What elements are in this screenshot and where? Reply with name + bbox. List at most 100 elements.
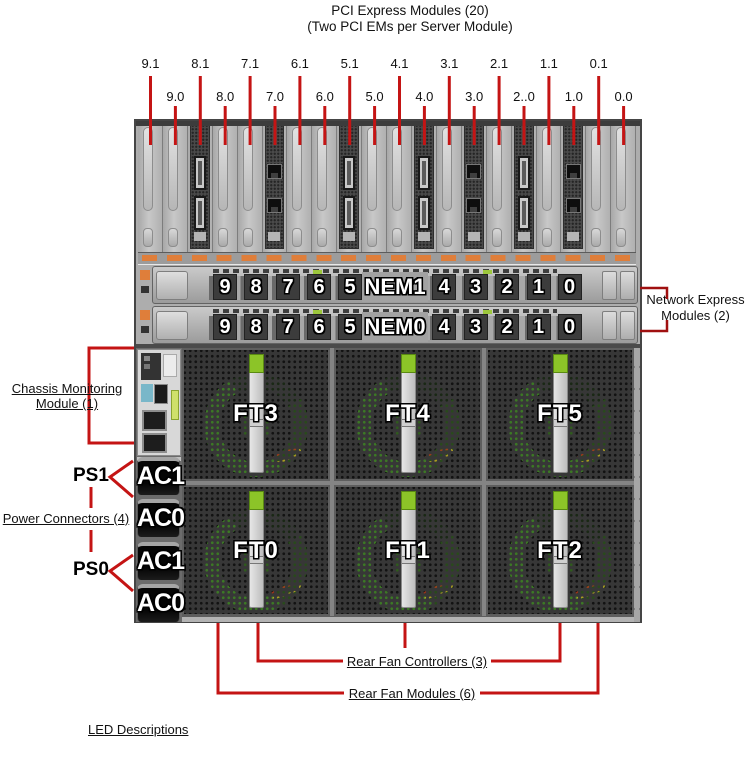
fan-label: FT0: [233, 537, 279, 564]
slot-lever: [242, 127, 253, 211]
cmm-callout-line2[interactable]: Module (1): [35, 396, 99, 411]
slot-lever-bottom: [292, 228, 303, 247]
slot-lever: [541, 127, 552, 211]
pci-slot-label-8.1: 8.1: [191, 56, 210, 71]
fan-handle-notch: [553, 556, 567, 564]
fan-handle-notch: [249, 556, 263, 564]
nem-name: NEM1: [362, 272, 428, 302]
pci-em-slot: [536, 121, 562, 252]
rear-fan-modules-callout[interactable]: Rear Fan Modules (6): [348, 686, 476, 701]
power-inlet-AC0-1: [137, 499, 180, 537]
fan-module-FT2: FT2: [486, 485, 634, 616]
fan-latch[interactable]: [400, 491, 416, 510]
fiber-port: [517, 196, 530, 230]
nem-slot-number: 7: [276, 314, 300, 340]
slot-lever-bottom: [317, 228, 328, 247]
pci-slot-label-7.1: 7.1: [241, 56, 260, 71]
fan-latch[interactable]: [400, 354, 416, 373]
fan-handle[interactable]: [400, 354, 416, 473]
pci-slot-label-5.0: 5.0: [365, 89, 384, 104]
network-express-line1: Network Express: [646, 292, 745, 307]
fan-handle[interactable]: [400, 491, 416, 608]
fan-label: FT1: [385, 537, 431, 564]
nem-top-connectors: [213, 269, 557, 273]
power-inlet-AC0-3: [137, 584, 180, 622]
power-connectors-callout[interactable]: Power Connectors (4): [2, 511, 130, 526]
chassis-top-edge: [136, 121, 640, 126]
fan-module-FT5: FT5: [486, 348, 634, 481]
pci-em-card: [189, 123, 210, 249]
chassis-right-rail: [634, 348, 640, 622]
pci-em-slot: [162, 121, 188, 252]
nem1-rail-port: [141, 286, 149, 293]
fan-latch[interactable]: [248, 491, 264, 510]
pci-slot-label-6.0: 6.0: [315, 89, 334, 104]
fan-handle[interactable]: [248, 354, 264, 473]
pci-em-card: [413, 123, 434, 249]
pci-em-slot: [362, 121, 388, 252]
power-inlet-AC1-0: [137, 457, 180, 495]
card-sticker: [417, 232, 430, 241]
pci-em-slot: [287, 121, 313, 252]
nem-slot-number: 5: [338, 314, 362, 340]
pci-slot-label-0.0: 0.0: [614, 89, 633, 104]
pci-slot-label-2..0: 2..0: [513, 89, 535, 104]
fan-module-FT3: FT3: [182, 348, 330, 481]
fan-module-FT4: FT4: [334, 348, 482, 481]
nem-slot-number: 2: [495, 314, 519, 340]
card-sticker: [467, 232, 480, 241]
slot-lever: [292, 127, 303, 211]
nem-slot-number: 2: [495, 274, 519, 300]
nem-slot-number: 3: [463, 274, 488, 300]
slot-lever: [167, 127, 178, 211]
led-descriptions-link[interactable]: LED Descriptions: [88, 722, 189, 737]
pci-em-section: [138, 121, 637, 252]
nem-slot-number: 4: [432, 314, 456, 340]
pci-em-card: [513, 123, 534, 249]
slot-lever: [143, 127, 153, 211]
nem-led: [483, 310, 492, 314]
nem-slot-number: 8: [244, 314, 268, 340]
power-inlet-label: AC0: [137, 589, 185, 617]
rj45-port: [466, 164, 482, 179]
cmm-port-net: [154, 384, 168, 404]
pci-slot-label-4.0: 4.0: [415, 89, 434, 104]
fan-handle[interactable]: [248, 491, 264, 608]
page-title: PCI Express Modules (20) (Two PCI EMs pe…: [160, 3, 660, 35]
cmm-callout[interactable]: Chassis Monitoring Module (1): [2, 381, 132, 411]
card-sticker: [193, 232, 206, 241]
pci-em-slot: [387, 121, 412, 252]
nem-slot-number: 9: [213, 314, 237, 340]
pci-em-slot: [561, 121, 587, 252]
fan-latch[interactable]: [552, 491, 568, 510]
cmm-callout-line1[interactable]: Chassis Monitoring: [11, 381, 123, 396]
slot-lever: [441, 127, 452, 211]
fan-latch[interactable]: [552, 354, 568, 373]
fan-handle[interactable]: [552, 354, 568, 473]
fan-handle-notch: [249, 419, 263, 427]
fan-handle-notch: [401, 556, 415, 564]
pci-slot-label-0.1: 0.1: [589, 56, 608, 71]
slot-lever-bottom: [491, 228, 502, 247]
pci-slot-label-6.1: 6.1: [290, 56, 309, 71]
fan-label: FT2: [537, 537, 583, 564]
nem-right-latch: [602, 311, 617, 340]
pci-backplane-strip: [138, 252, 636, 265]
rj45-port: [266, 164, 282, 179]
fan-handle-notch: [553, 419, 567, 427]
slot-lever-bottom: [541, 228, 552, 247]
rj45-port: [565, 198, 581, 213]
slot-lever-bottom: [143, 228, 153, 247]
cmm-led-block: [144, 356, 150, 361]
slot-lever-bottom: [616, 228, 627, 247]
slot-lever: [591, 127, 602, 211]
fan-latch[interactable]: [248, 354, 264, 373]
nem-slot-number: 0: [557, 314, 582, 340]
power-inlet-label: AC0: [137, 504, 185, 532]
fan-handle[interactable]: [552, 491, 568, 608]
pci-slot-label-7.0: 7.0: [265, 89, 285, 104]
title-line2: (Two PCI EMs per Server Module): [307, 19, 513, 34]
rear-fan-controllers-callout[interactable]: Rear Fan Controllers (3): [346, 654, 488, 669]
